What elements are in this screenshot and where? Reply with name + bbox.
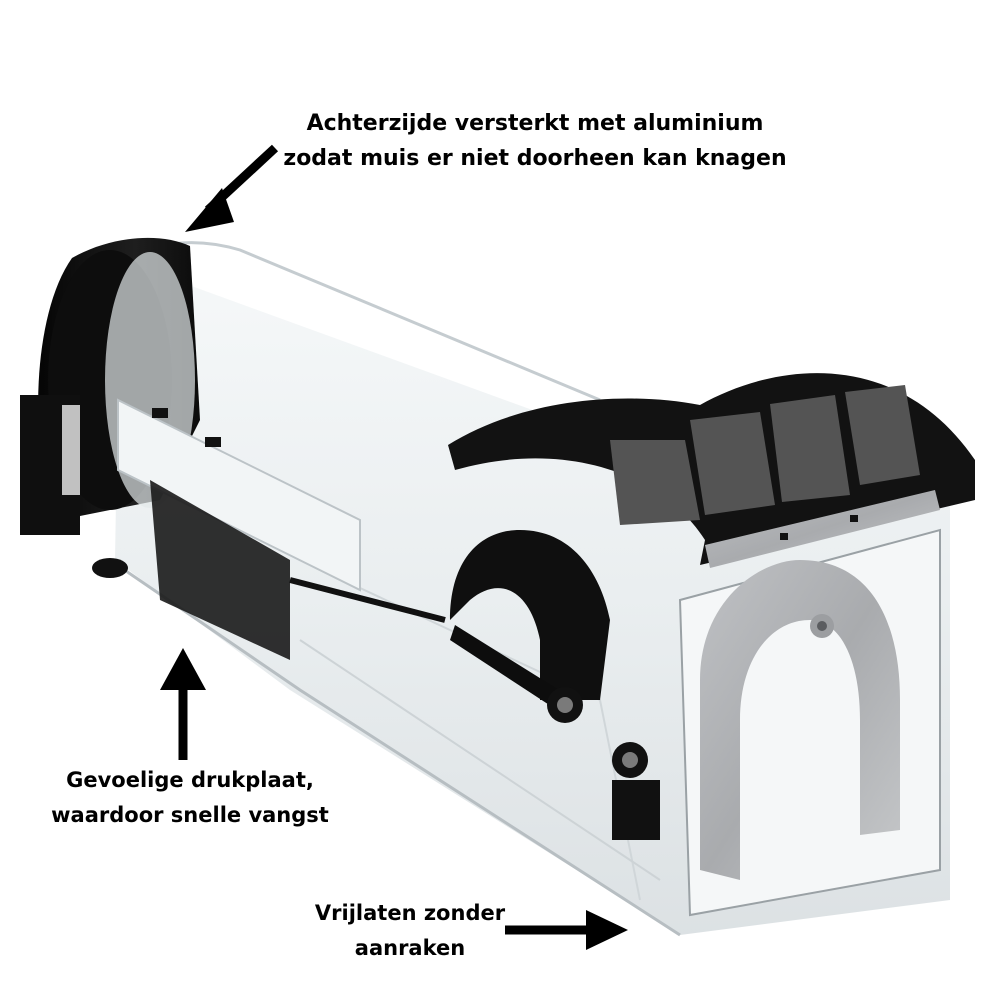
pressure-plate-line-1: Gevoelige drukplaat, [66,768,314,792]
back-reinforced-line-2: zodat muis er niet doorheen kan knagen [283,146,787,171]
entrance-hood [448,373,975,568]
release-line-1: Vrijlaten zonder [314,901,506,925]
pressure-plate-caption: Gevoelige drukplaat, waardoor snelle van… [30,763,350,833]
front-opening [678,528,941,917]
arrow-up-icon [160,648,206,760]
pressure-plate-line-2: waardoor snelle vangst [51,803,329,827]
trap-door [450,530,660,840]
release-caption: Vrijlaten zonder aanraken [290,896,530,966]
release-line-2: aanraken [354,936,466,960]
back-reinforced-caption: Achterzijde versterkt met aluminium zoda… [270,106,800,176]
back-reinforced-line-1: Achterzijde versterkt met aluminium [306,111,764,136]
arrow-down-left-icon [185,144,279,232]
arrow-right-icon [505,910,628,950]
pressure-plate [117,398,446,660]
